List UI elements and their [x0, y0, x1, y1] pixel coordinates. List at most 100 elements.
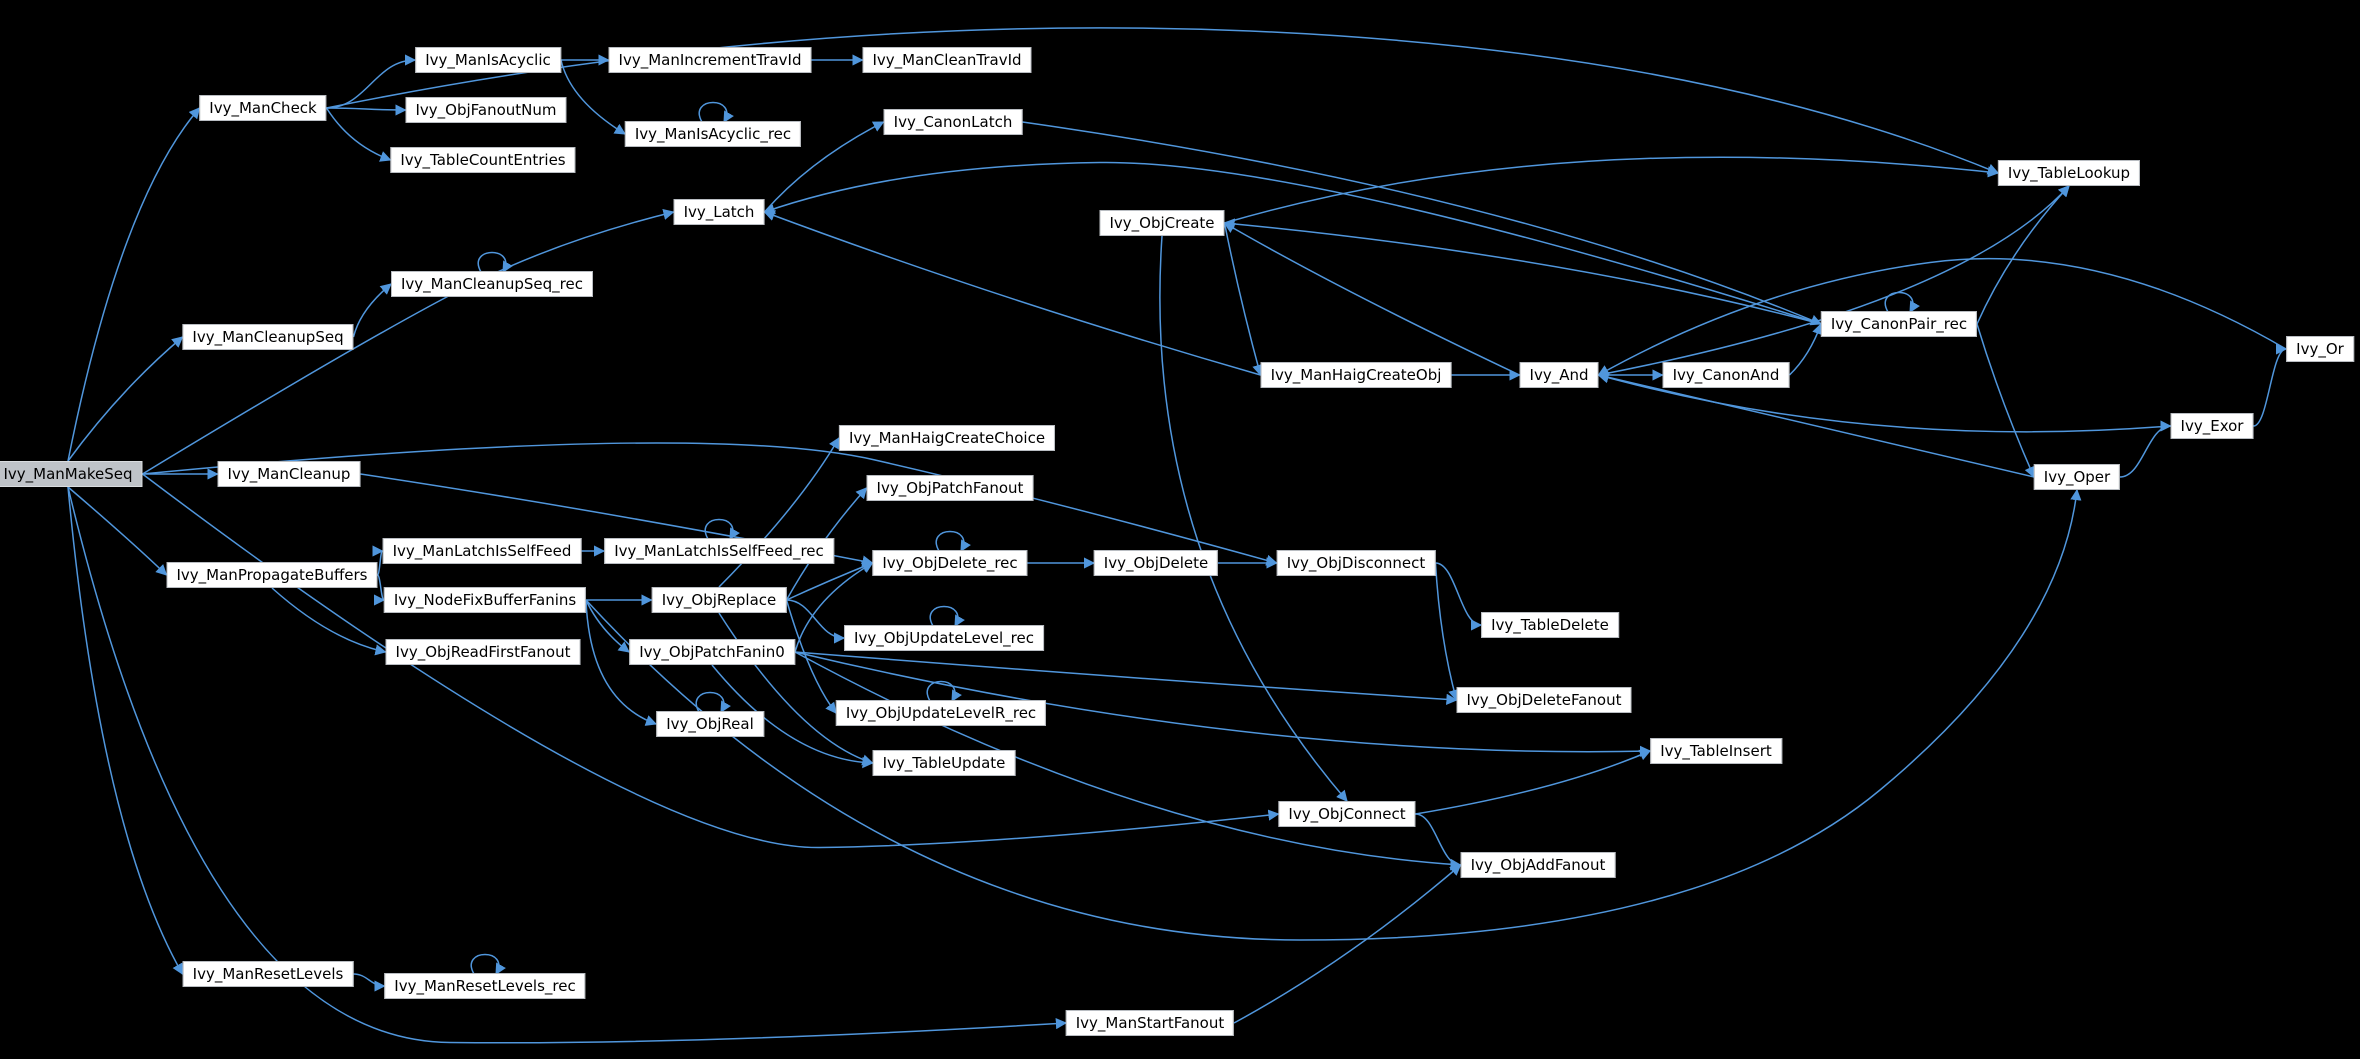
node-table-delete[interactable]: Ivy_TableDelete [1481, 612, 1619, 638]
edge-obj-replace-man-haig-create-choice [718, 437, 840, 588]
self-loop-man-latch-is-self-feed-rec [704, 518, 740, 540]
edge-man-check-obj-fanout-num [326, 104, 407, 116]
edge-node-fix-buffer-fanins-obj-real [585, 599, 658, 726]
node-man-cleanup-seq-rec[interactable]: Ivy_ManCleanupSeq_rec [391, 271, 593, 297]
node-table-lookup[interactable]: Ivy_TableLookup [1997, 160, 2141, 186]
edge-man-is-acyclic-man-is-acyclic-rec [560, 59, 626, 135]
edge-man-start-fanout-obj-add-fanout [1233, 864, 1462, 1024]
node-obj-delete-fanout[interactable]: Ivy_ObjDeleteFanout [1456, 687, 1632, 713]
node-man-reset-levels[interactable]: Ivy_ManResetLevels [182, 961, 354, 987]
node-oper[interactable]: Ivy_Oper [2033, 464, 2121, 490]
node-obj-delete[interactable]: Ivy_ObjDelete [1093, 550, 1219, 576]
self-loop-canon-pair-rec [1884, 291, 1920, 313]
edge-man-make-seq-obj-disconnect [142, 442, 1278, 566]
node-table-update[interactable]: Ivy_TableUpdate [872, 750, 1016, 776]
edge-obj-patch-fanin0-obj-delete-rec [794, 562, 874, 653]
node-obj-connect[interactable]: Ivy_ObjConnect [1278, 801, 1416, 827]
node-obj-patch-fanout[interactable]: Ivy_ObjPatchFanout [866, 475, 1034, 501]
edge-obj-patch-fanin0-table-insert [794, 651, 1652, 757]
edge-and-obj-create [1223, 222, 1520, 376]
edge-obj-replace-obj-update-level-rec [786, 599, 846, 644]
node-latch[interactable]: Ivy_Latch [673, 199, 765, 225]
node-obj-update-level-rec[interactable]: Ivy_ObjUpdateLevel_rec [844, 625, 1044, 651]
edge-exor-or [2253, 343, 2288, 427]
node-man-haig-create-obj[interactable]: Ivy_ManHaigCreateObj [1260, 362, 1452, 388]
node-canon-and[interactable]: Ivy_CanonAnd [1662, 362, 1790, 388]
edge-obj-connect-table-insert [1415, 749, 1652, 815]
node-obj-read-first-fanout[interactable]: Ivy_ObjReadFirstFanout [385, 639, 581, 665]
edge-canon-pair-rec-table-lookup [1976, 185, 2070, 325]
self-loop-obj-update-level-r-rec [926, 680, 962, 702]
self-loop-man-is-acyclic-rec [698, 101, 734, 123]
node-man-propagate-buffers[interactable]: Ivy_ManPropagateBuffers [166, 562, 378, 588]
self-loop-obj-real [695, 691, 731, 713]
self-loop-obj-update-level-rec [929, 605, 965, 627]
node-man-cleanup-seq[interactable]: Ivy_ManCleanupSeq [182, 324, 354, 350]
node-man-make-seq[interactable]: Ivy_ManMakeSeq [0, 461, 143, 487]
edge-man-make-seq-man-reset-levels [67, 486, 184, 975]
edge-latch-canon-latch [763, 121, 885, 213]
node-man-reset-levels-rec[interactable]: Ivy_ManResetLevels_rec [384, 973, 586, 999]
node-exor[interactable]: Ivy_Exor [2170, 413, 2254, 439]
node-man-start-fanout[interactable]: Ivy_ManStartFanout [1065, 1010, 1235, 1036]
edge-man-make-seq-man-cleanup-seq [67, 336, 184, 462]
self-loop-man-cleanup-seq-rec [477, 251, 513, 273]
edge-man-propagate-buffers-node-fix-buffer-fanins [373, 574, 386, 606]
node-obj-replace[interactable]: Ivy_ObjReplace [651, 587, 787, 613]
node-obj-add-fanout[interactable]: Ivy_ObjAddFanout [1460, 852, 1616, 878]
node-man-latch-is-self-feed-rec[interactable]: Ivy_ManLatchIsSelfFeed_rec [604, 538, 834, 564]
edge-or-and [1597, 257, 2287, 376]
edge-canon-pair-rec-latch [763, 161, 1822, 325]
node-man-check[interactable]: Ivy_ManCheck [199, 95, 327, 121]
edge-group [67, 27, 2288, 1044]
self-loop-man-reset-levels-rec [470, 953, 506, 975]
edge-exor-and [1597, 372, 2171, 433]
node-canon-pair-rec[interactable]: Ivy_CanonPair_rec [1820, 311, 1978, 337]
edge-obj-create-table-lookup [1224, 156, 2000, 224]
node-table-insert[interactable]: Ivy_TableInsert [1650, 738, 1782, 764]
node-and[interactable]: Ivy_And [1519, 362, 1599, 388]
edge-man-haig-create-obj-latch [763, 210, 1261, 376]
edge-obj-create-obj-connect [1159, 235, 1348, 802]
edge-man-make-seq-man-start-fanout [67, 486, 1068, 1044]
node-man-haig-create-choice[interactable]: Ivy_ManHaigCreateChoice [838, 425, 1056, 451]
node-man-increment-trav-id[interactable]: Ivy_ManIncrementTravId [608, 47, 812, 73]
edge-obj-patch-fanin0-table-update [711, 664, 874, 769]
edge-obj-connect-obj-add-fanout [1415, 813, 1462, 871]
edge-canon-pair-rec-oper [1976, 323, 2036, 479]
node-man-cleanup[interactable]: Ivy_ManCleanup [217, 461, 361, 487]
node-table-count-entries[interactable]: Ivy_TableCountEntries [390, 147, 576, 173]
node-obj-update-level-r-rec[interactable]: Ivy_ObjUpdateLevelR_rec [835, 700, 1047, 726]
edge-node-fix-buffer-fanins-oper [585, 488, 2082, 941]
node-man-latch-is-self-feed[interactable]: Ivy_ManLatchIsSelfFeed [382, 538, 582, 564]
node-obj-create[interactable]: Ivy_ObjCreate [1099, 210, 1225, 236]
node-or[interactable]: Ivy_Or [2286, 336, 2354, 362]
node-obj-fanout-num[interactable]: Ivy_ObjFanoutNum [405, 97, 567, 123]
self-loop-obj-delete-rec [935, 530, 971, 552]
edge-node-fix-buffer-fanins-obj-patch-fanin0 [585, 599, 630, 653]
node-man-is-acyclic[interactable]: Ivy_ManIsAcyclic [415, 47, 561, 73]
edge-oper-and [1597, 371, 2035, 478]
node-man-clean-trav-id[interactable]: Ivy_ManCleanTravId [862, 47, 1032, 73]
node-obj-patch-fanin0[interactable]: Ivy_ObjPatchFanin0 [629, 639, 795, 665]
edge-man-cleanup-seq-man-cleanup-seq-rec [352, 283, 392, 338]
edge-canon-latch-canon-pair-rec [1022, 121, 1823, 326]
node-canon-latch[interactable]: Ivy_CanonLatch [883, 109, 1023, 135]
edge-obj-disconnect-obj-delete-fanout [1434, 562, 1460, 702]
edge-man-reset-levels-man-reset-levels-rec [353, 973, 386, 992]
edge-obj-create-man-haig-create-obj [1223, 222, 1264, 377]
edge-obj-replace-obj-update-level-r-rec [785, 599, 837, 714]
edge-man-make-seq-man-check [67, 107, 201, 462]
node-man-is-acyclic-rec[interactable]: Ivy_ManIsAcyclic_rec [624, 121, 802, 147]
node-node-fix-buffer-fanins[interactable]: Ivy_NodeFixBufferFanins [383, 587, 587, 613]
edge-canon-and-canon-pair-rec [1788, 322, 1823, 376]
node-obj-real[interactable]: Ivy_ObjReal [656, 711, 764, 737]
node-obj-disconnect[interactable]: Ivy_ObjDisconnect [1276, 550, 1436, 576]
edge-oper-exor [2119, 420, 2172, 478]
node-obj-delete-rec[interactable]: Ivy_ObjDelete_rec [872, 550, 1028, 576]
edge-obj-disconnect-table-delete [1435, 562, 1483, 631]
edge-man-make-seq-man-propagate-buffers [67, 486, 168, 576]
